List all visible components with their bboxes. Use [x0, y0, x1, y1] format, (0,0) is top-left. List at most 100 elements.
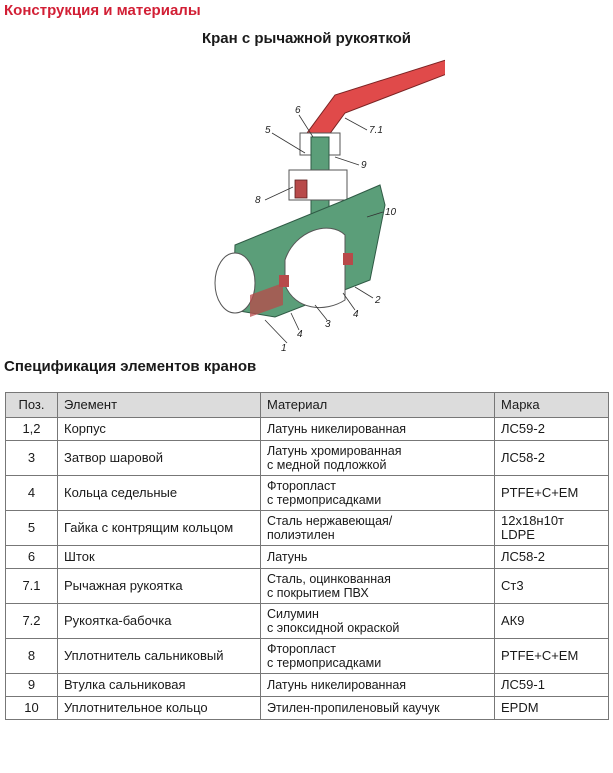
cell-material: Латунь никелированная: [260, 417, 495, 441]
gland-seal: [294, 179, 308, 199]
grade-line: PTFE+C+EM: [501, 648, 579, 663]
material-line: Сталь, оцинкованная: [267, 572, 391, 586]
cell-material: Латунь никелированная: [260, 673, 495, 697]
material-line: Этилен-пропиленовый каучук: [267, 701, 440, 715]
grade-line: ЛС59-1: [501, 677, 545, 692]
callout-label: 7.1: [369, 125, 383, 136]
cell-element: Втулка сальниковая: [57, 673, 261, 697]
column-header: Материал: [260, 392, 495, 418]
cell-material: Этилен-пропиленовый каучук: [260, 696, 495, 720]
column-header: Элемент: [57, 392, 261, 418]
spec-table: Поз. Элемент Материал Марка 1,2 Корпус Л…: [5, 392, 609, 720]
material-line: с термоприсадками: [267, 656, 382, 670]
table-row: 7.1 Рычажная рукоятка Сталь, оцинкованна…: [5, 568, 609, 604]
cell-grade: Ст3: [494, 568, 609, 604]
grade-line: PTFE+C+EM: [501, 485, 579, 500]
cell-pos: 10: [5, 696, 58, 720]
grade-line: АК9: [501, 613, 525, 628]
body-thread: [250, 283, 283, 317]
column-header: Марка: [494, 392, 609, 418]
cell-grade: EPDM: [494, 696, 609, 720]
table-row: 5 Гайка с контрящим кольцом Сталь нержав…: [5, 510, 609, 546]
grade-line: EPDM: [501, 700, 539, 715]
material-line: с эпоксидной окраской: [267, 621, 400, 635]
material-line: Сталь нержавеющая/: [267, 514, 393, 528]
column-header: Поз.: [5, 392, 58, 418]
table-row: 9 Втулка сальниковая Латунь никелированн…: [5, 673, 609, 697]
cell-grade: PTFE+C+EM: [494, 638, 609, 674]
cell-pos: 1,2: [5, 417, 58, 441]
material-line: с медной подложкой: [267, 458, 387, 472]
material-line: Латунь никелированная: [267, 422, 407, 436]
grade-line: ЛС59-2: [501, 421, 545, 436]
cell-material: Сталь нержавеющая/полиэтилен: [260, 510, 495, 546]
cell-element: Рукоятка-бабочка: [57, 603, 261, 639]
cell-pos: 7.1: [5, 568, 58, 604]
callout-label: 3: [325, 319, 331, 330]
cell-material: Латунь: [260, 545, 495, 569]
table-header-row: Поз. Элемент Материал Марка: [5, 392, 609, 418]
cell-pos: 8: [5, 638, 58, 674]
ball: [284, 227, 346, 308]
cell-grade: ЛС59-2: [494, 417, 609, 441]
grade-line: LDPE: [501, 527, 535, 542]
cell-element: Шток: [57, 545, 261, 569]
callout-label: 1: [281, 343, 287, 354]
table-row: 10 Уплотнительное кольцо Этилен-пропилен…: [5, 696, 609, 720]
material-line: Латунь хромированная: [267, 444, 402, 458]
cell-element: Уплотнитель сальниковый: [57, 638, 261, 674]
cell-grade: ЛС58-2: [494, 545, 609, 569]
cell-pos: 7.2: [5, 603, 58, 639]
material-line: Силумин: [267, 607, 319, 621]
grade-line: 12х18н10т: [501, 513, 565, 528]
valve-cutaway-drawing: 5 6 7.1 9 8 10 2 4 3 4 1: [214, 59, 445, 354]
pipe-opening: [214, 252, 256, 314]
callout-label: 4: [297, 329, 303, 340]
cell-element: Кольца седельные: [57, 475, 261, 511]
grade-line: Ст3: [501, 578, 524, 593]
material-line: с покрытием ПВХ: [267, 586, 369, 600]
material-line: Фторопласт: [267, 479, 336, 493]
cell-grade: АК9: [494, 603, 609, 639]
material-line: Фторопласт: [267, 642, 336, 656]
cell-pos: 6: [5, 545, 58, 569]
cell-element: Рычажная рукоятка: [57, 568, 261, 604]
material-line: с термоприсадками: [267, 493, 382, 507]
cell-grade: PTFE+C+EM: [494, 475, 609, 511]
material-line: Латунь: [267, 550, 308, 564]
callout-label: 4: [353, 309, 359, 320]
grade-line: ЛС58-2: [501, 549, 545, 564]
cell-pos: 5: [5, 510, 58, 546]
cell-element: Корпус: [57, 417, 261, 441]
cell-pos: 9: [5, 673, 58, 697]
cell-element: Гайка с контрящим кольцом: [57, 510, 261, 546]
callout-label: 9: [361, 160, 367, 171]
callout-label: 5: [265, 125, 271, 136]
cell-pos: 4: [5, 475, 58, 511]
cell-pos: 3: [5, 440, 58, 476]
seat-ring-left: [279, 275, 289, 287]
table-row: 1,2 Корпус Латунь никелированная ЛС59-2: [5, 417, 609, 441]
material-line: Латунь никелированная: [267, 678, 407, 692]
section-title: Конструкция и материалы: [4, 2, 201, 19]
grade-line: ЛС58-2: [501, 450, 545, 465]
cell-element: Затвор шаровой: [57, 440, 261, 476]
cell-grade: ЛС59-1: [494, 673, 609, 697]
callout-label: 2: [374, 295, 381, 306]
seat-ring-right: [343, 253, 353, 265]
callout-label: 8: [255, 195, 261, 206]
cell-grade: ЛС58-2: [494, 440, 609, 476]
cell-element: Уплотнительное кольцо: [57, 696, 261, 720]
spec-title: Спецификация элементов кранов: [4, 358, 257, 375]
callout-label: 10: [385, 207, 397, 218]
